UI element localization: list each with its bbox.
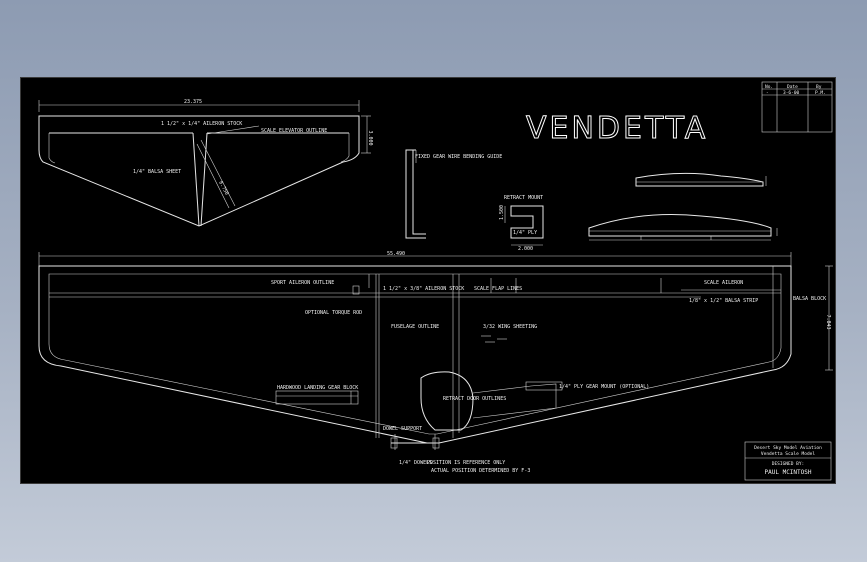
rev-no: -: [766, 91, 769, 96]
retract-mount-view: RETRACT MOUNT 1.500 2.000 1/4" PLY: [499, 195, 544, 252]
torque-rod-label: OPTIONAL TORQUE ROD: [305, 310, 362, 316]
tail-stock-label: 1 1/2" x 1/4" AILERON STOCK: [161, 121, 242, 127]
scale-aileron-label: SCALE AILERON: [704, 280, 743, 286]
wing-sheeting-label: 3/32 WING SHEETING: [483, 324, 537, 330]
drawing-canvas: 23.375 3.000 8.750 1 1/2" x 1/4" AILERON…: [38, 81, 833, 481]
balsa-block-label: BALSA BLOCK: [793, 296, 826, 302]
rev-by: P.M.: [815, 90, 826, 96]
wing-plan-view: 55.490 7.843: [38, 251, 833, 474]
fuselage-side-profiles: [588, 172, 778, 241]
wing-height-dimension: 7.843: [825, 314, 831, 329]
retract-width-dim: 2.000: [518, 246, 533, 252]
tail-span-dimension: 23.375: [184, 99, 202, 105]
balsa-strip-label: 1/8" x 1/2" BALSA STRIP: [689, 298, 758, 304]
sport-aileron-label: SPORT AILERON OUTLINE: [271, 280, 334, 286]
retract-ply-label: 1/4" PLY: [513, 230, 537, 236]
retract-height-dim: 1.500: [499, 205, 505, 220]
tail-outline-label: SCALE ELEVATOR OUTLINE: [261, 128, 327, 134]
gear-guide-label: FIXED GEAR WIRE BENDING GUIDE: [415, 154, 502, 160]
fuselage-outline-label: FUSELAGE OUTLINE: [391, 324, 439, 330]
gear-wire-guide: FIXED GEAR WIRE BENDING GUIDE: [405, 149, 502, 239]
title-block-line1: Desert Sky Model Aviation: [754, 445, 822, 451]
revision-block: No. Date By - 3-6-00 P.M.: [761, 81, 833, 133]
rev-header-date: Date: [787, 84, 798, 90]
scale-flap-label: SCALE FLAP LINES: [474, 286, 522, 292]
title-block-line2: Vendetta Scale Model: [761, 451, 815, 457]
tail-sheet-label: 1/4" BALSA SHEET: [133, 169, 181, 175]
designed-by-label: DESIGNED BY:: [772, 461, 805, 467]
hardwood-block-label: HARDWOOD LANDING GEAR BLOCK: [277, 385, 358, 391]
retract-door-label: RETRACT DOOR OUTLINES: [443, 396, 506, 402]
ply-gear-mount-label: 1/4" PLY GEAR MOUNT (OPTIONAL): [559, 384, 649, 390]
actual-position-label: ACTUAL POSITION DETERMINED BY F-3: [431, 468, 530, 474]
cad-drawing-sheet[interactable]: 23.375 3.000 8.750 1 1/2" x 1/4" AILERON…: [20, 77, 836, 484]
dowel-support-label: DOWEL SUPPORT: [383, 426, 422, 432]
wing-span-dimension: 55.490: [387, 251, 405, 257]
retract-mount-title: RETRACT MOUNT: [504, 195, 543, 201]
rev-header-no: No.: [765, 84, 773, 90]
dowels-label: 1/4" DOWELS: [399, 460, 432, 466]
title-block: Desert Sky Model Aviation Vendetta Scale…: [744, 441, 832, 481]
rev-date: 3-6-00: [783, 90, 800, 96]
drawing-title: VENDETTA: [526, 111, 708, 146]
tail-depth-dimension: 3.000: [367, 130, 373, 145]
designer-name: PAUL MCINTOSH: [765, 469, 812, 476]
tail-plan-view: 23.375 3.000 8.750 1 1/2" x 1/4" AILERON…: [38, 99, 373, 227]
rev-header-by: By: [816, 84, 822, 90]
aileron-stock-label: 1 1/2" x 3/8" AILERON STOCK: [383, 286, 464, 292]
position-note-label: POSITION IS REFERENCE ONLY: [427, 460, 505, 466]
